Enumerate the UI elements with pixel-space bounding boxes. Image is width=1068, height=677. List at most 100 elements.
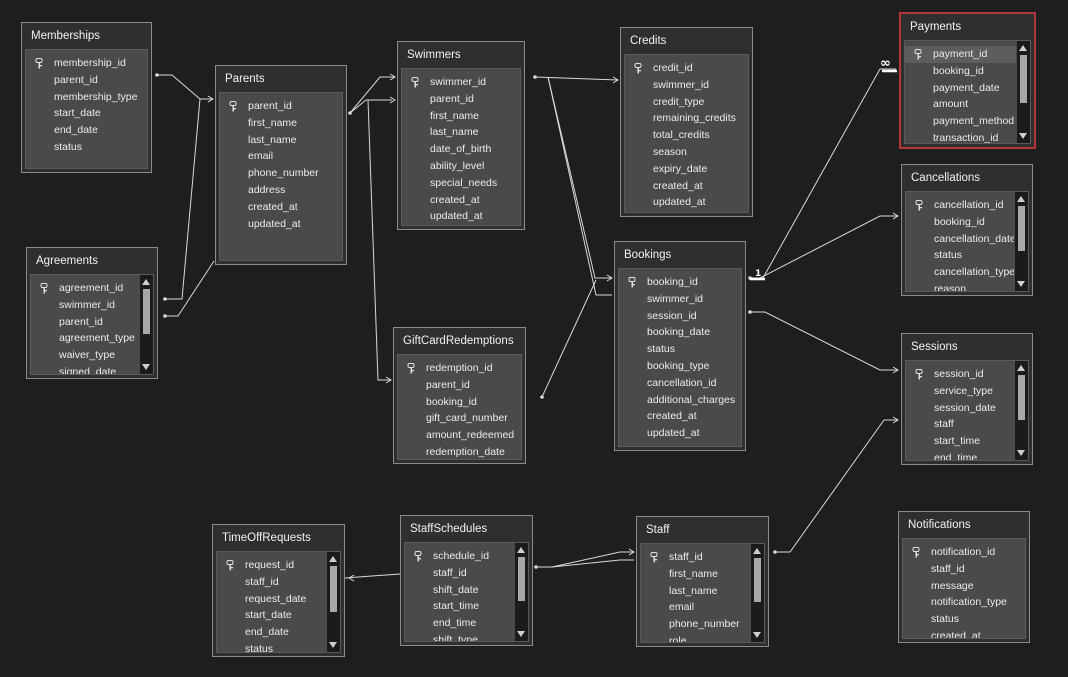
table-title[interactable]: Payments	[910, 21, 962, 33]
column-row[interactable]: start_time	[906, 433, 1014, 450]
column-row[interactable]: staff_id	[903, 561, 1025, 578]
column-row[interactable]: phone_number	[220, 165, 342, 182]
relationship-line[interactable]	[750, 311, 898, 371]
scrollbar[interactable]	[515, 543, 528, 641]
relationship-line[interactable]	[367, 99, 391, 381]
relationship-line[interactable]	[547, 76, 612, 296]
scroll-up-icon[interactable]	[1017, 365, 1025, 371]
scroll-down-icon[interactable]	[1019, 133, 1027, 139]
table-title[interactable]: TimeOffRequests	[222, 532, 311, 544]
column-row[interactable]: expiry_date	[625, 161, 748, 178]
table-title[interactable]: Swimmers	[407, 49, 461, 61]
scrollbar[interactable]	[327, 552, 340, 652]
column-row[interactable]: created_at	[903, 628, 1025, 638]
relationship-line[interactable]	[775, 419, 898, 553]
scroll-thumb[interactable]	[330, 566, 337, 612]
column-row[interactable]: end_time	[906, 450, 1014, 460]
column-row[interactable]: updated_at	[625, 194, 748, 211]
column-row[interactable]: special_needs	[402, 175, 520, 192]
scroll-up-icon[interactable]	[1019, 45, 1027, 51]
column-row[interactable]: status	[217, 641, 326, 652]
column-row[interactable]: last_name	[402, 124, 520, 141]
scrollbar[interactable]	[751, 544, 764, 642]
column-row[interactable]: phone_number	[641, 616, 750, 633]
scrollbar[interactable]	[1017, 41, 1030, 143]
column-row[interactable]: remaining_credits	[625, 110, 748, 127]
relationship-line[interactable]	[547, 76, 612, 279]
column-row[interactable]: cancellation_date	[906, 231, 1014, 248]
column-row[interactable]: parent_id	[398, 377, 521, 394]
column-row[interactable]: booking_id	[905, 63, 1016, 80]
scroll-up-icon[interactable]	[753, 548, 761, 554]
column-row[interactable]: status	[26, 139, 147, 156]
relationship-line[interactable]	[536, 551, 634, 568]
column-row[interactable]: staff_id	[641, 549, 750, 566]
relationship-line[interactable]	[551, 559, 634, 568]
column-row[interactable]: service_type	[906, 383, 1014, 400]
column-row[interactable]: notification_type	[903, 594, 1025, 611]
column-row[interactable]: schedule_id	[405, 548, 514, 565]
column-row[interactable]: cancellation_id	[619, 375, 741, 392]
relationship-line[interactable]	[750, 68, 896, 279]
relationship-line[interactable]	[534, 76, 619, 81]
relationship-line[interactable]	[349, 99, 392, 114]
column-row[interactable]: cancellation_id	[906, 197, 1014, 214]
column-row[interactable]: total_credits	[625, 127, 748, 144]
column-row[interactable]: shift_date	[405, 582, 514, 599]
column-row[interactable]: redemption_date	[398, 444, 521, 459]
column-row[interactable]: notification_id	[903, 544, 1025, 561]
column-row[interactable]: end_time	[405, 615, 514, 632]
column-row[interactable]: booking_type	[619, 358, 741, 375]
scrollbar[interactable]	[140, 275, 153, 374]
column-row[interactable]: staff_id	[217, 574, 326, 591]
column-row[interactable]: request_id	[217, 557, 326, 574]
column-row[interactable]: status	[619, 341, 741, 358]
column-row[interactable]: signed_date	[31, 364, 139, 374]
column-row[interactable]: swimmer_id	[625, 77, 748, 94]
column-row[interactable]: status	[906, 247, 1014, 264]
scroll-down-icon[interactable]	[1017, 281, 1025, 287]
column-row[interactable]: payment_date	[905, 80, 1016, 97]
table-title[interactable]: GiftCardRedemptions	[403, 335, 514, 347]
column-row[interactable]: session_date	[906, 400, 1014, 417]
scroll-thumb[interactable]	[143, 289, 150, 334]
scroll-thumb[interactable]	[518, 557, 525, 601]
column-row[interactable]: first_name	[220, 115, 342, 132]
column-row[interactable]: address	[220, 182, 342, 199]
column-row[interactable]: end_date	[217, 624, 326, 641]
column-row[interactable]: redemption_id	[398, 360, 521, 377]
scrollbar[interactable]	[1015, 361, 1028, 460]
scroll-thumb[interactable]	[1018, 206, 1025, 251]
column-row[interactable]: gift_card_number	[398, 410, 521, 427]
relationship-line[interactable]	[349, 76, 395, 114]
table-title[interactable]: Notifications	[908, 519, 971, 531]
scroll-up-icon[interactable]	[1017, 196, 1025, 202]
column-row[interactable]: parent_id	[26, 72, 147, 89]
scroll-thumb[interactable]	[1020, 55, 1027, 103]
column-row[interactable]: membership_id	[26, 55, 147, 72]
column-row[interactable]: credit_type	[625, 94, 748, 111]
column-row[interactable]: request_date	[217, 591, 326, 608]
column-row[interactable]: end_date	[26, 122, 147, 139]
column-row[interactable]: start_time	[405, 598, 514, 615]
column-row[interactable]: swimmer_id	[619, 291, 741, 308]
column-row[interactable]: swimmer_id	[31, 297, 139, 314]
